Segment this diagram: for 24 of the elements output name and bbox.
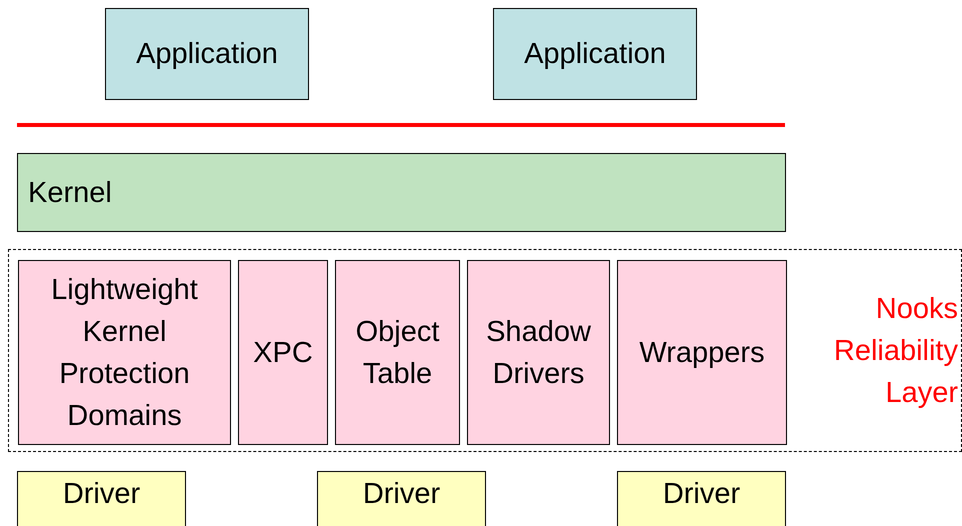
driver-box [17,471,186,526]
application-box [105,8,309,100]
box-label: Shadow Drivers [485,314,592,392]
box-label: Driver [662,477,740,512]
driver-box [617,471,786,526]
box-label: Application [136,37,278,72]
module-box [467,260,610,445]
box-label: Lightweight Kernel Protection Domains [50,272,199,434]
dashed-layer-region [8,249,962,452]
module-box [18,260,231,445]
module-box [238,260,328,445]
box-label: Driver [362,477,440,512]
module-box [617,260,787,445]
driver-box [317,471,486,526]
box-label: Driver [62,477,140,512]
application-box [493,8,697,100]
kernel-box [17,153,786,232]
box-label: Application [524,37,666,72]
box-label: XPC [253,336,313,370]
box-label: Object Table [354,314,440,392]
box-label: Kernel [28,176,112,210]
box-label: Wrappers [639,336,765,370]
module-box [335,260,460,445]
layer-label: Nooks Reliability Layer [832,292,958,410]
